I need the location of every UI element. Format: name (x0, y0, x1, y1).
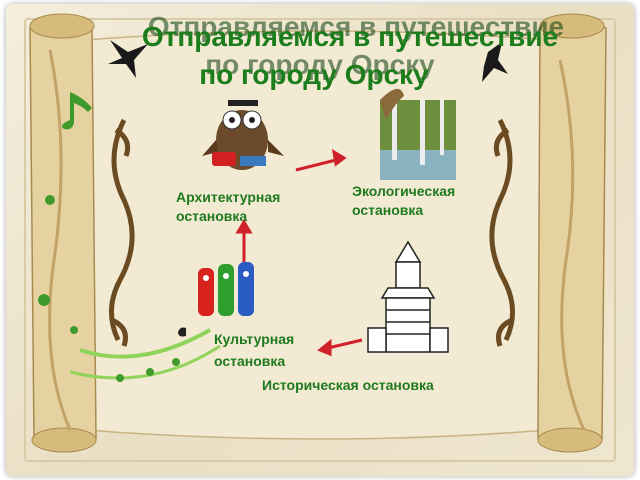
owl-scholar-icon (202, 100, 284, 170)
right-scroll-roll (537, 13, 607, 453)
route-arrows (235, 149, 363, 357)
label-ecological-line1: Экологическая (352, 183, 456, 199)
label-architectural: Архитектурная остановка (176, 188, 280, 226)
label-ecological-line2: остановка (352, 202, 424, 218)
label-ecological: Экологическая остановка (352, 182, 455, 220)
music-note-icon (38, 92, 221, 382)
label-cultural-line1: Культурная (214, 331, 295, 347)
label-historical: Историческая остановка (262, 377, 434, 393)
page-title-line1: Отправляемся в путешествие (141, 21, 559, 52)
swallow-icon (108, 40, 508, 82)
slide-inner-border (24, 18, 616, 462)
label-cultural-line2: остановка (214, 353, 286, 369)
title-shadow-line2: по городу Орску (205, 49, 435, 80)
crayon-characters-icon (178, 262, 254, 337)
page-title-line2: по городу Орску (199, 59, 429, 90)
ornament-swirls (108, 118, 516, 347)
title-shadow-line1: Отправляемся в путешествие (147, 11, 565, 42)
birch-forest-photo-icon (380, 88, 456, 180)
left-scroll-roll (29, 13, 97, 453)
label-cultural: Культурная остановка (214, 328, 294, 372)
label-architectural-line2: остановка (176, 208, 248, 224)
label-architectural-line1: Архитектурная (176, 189, 281, 205)
wooden-tower-icon (367, 240, 449, 353)
